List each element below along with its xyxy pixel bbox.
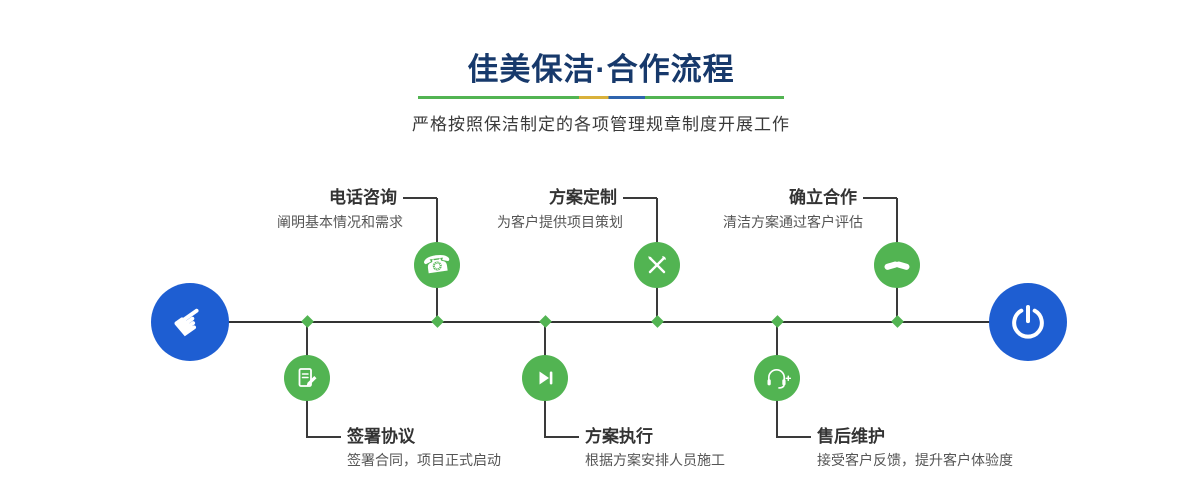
step-icon-circle (284, 355, 330, 401)
timeline-node (301, 315, 314, 328)
timeline-node (771, 315, 784, 328)
step-icon-circle (634, 242, 680, 288)
step-desc: 接受客户反馈，提升客户体验度 (817, 452, 1013, 468)
crossed-tools-icon (648, 256, 666, 274)
connector-elbow (777, 436, 811, 438)
connector-elbow (863, 197, 897, 199)
timeline-end-circle (989, 283, 1067, 361)
step-icon-circle (522, 355, 568, 401)
timeline-node (431, 315, 444, 328)
timeline-node (891, 315, 904, 328)
step-title: 确立合作 (789, 188, 857, 207)
connector-elbow (545, 436, 579, 438)
document-pen-icon (298, 368, 317, 387)
step-desc: 根据方案安排人员施工 (585, 452, 725, 468)
connector-elbow (403, 197, 437, 199)
connector-elbow (307, 436, 341, 438)
headset-plus-icon (767, 368, 791, 389)
timeline-node (651, 315, 664, 328)
step-desc: 阐明基本情况和需求 (277, 214, 403, 230)
step-title: 方案定制 (549, 188, 617, 207)
page-title: 佳美保洁·合作流程 (467, 52, 735, 87)
step-icon-circle (874, 242, 920, 288)
pointing-hand-icon: ☛ (163, 294, 217, 350)
connector-elbow (623, 197, 657, 199)
step-icon-circle (754, 355, 800, 401)
step-title: 签署协议 (347, 427, 415, 446)
step-title: 售后维护 (817, 427, 885, 446)
step-title: 电话咨询 (329, 188, 397, 207)
step-icon-circle: ☎ (414, 242, 460, 288)
step-desc: 清洁方案通过客户评估 (723, 214, 863, 230)
page-subtitle: 严格按照保洁制定的各项管理规章制度开展工作 (412, 115, 790, 134)
timeline-line (190, 321, 1028, 323)
title-underline (418, 96, 784, 99)
timeline-node (539, 315, 552, 328)
step-title: 方案执行 (585, 427, 653, 446)
phone-icon: ☎ (420, 249, 453, 280)
handshake-icon (884, 261, 910, 270)
step-desc: 为客户提供项目策划 (497, 214, 623, 230)
play-next-icon (539, 371, 553, 385)
power-icon (1012, 305, 1044, 339)
step-desc: 签署合同，项目正式启动 (347, 452, 501, 468)
timeline-start-circle: ☛ (151, 283, 229, 361)
